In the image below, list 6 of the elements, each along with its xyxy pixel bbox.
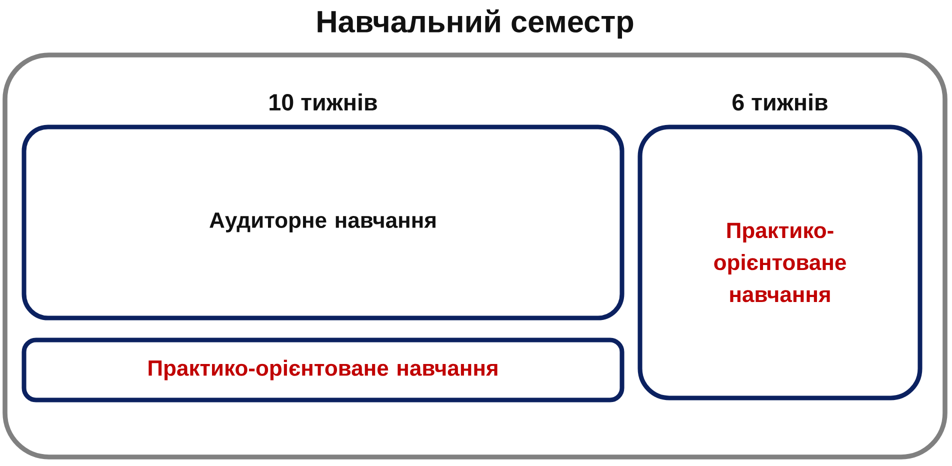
heading: Навчальний семестр	[318, 9, 634, 39]
heading: 10 тижнів	[270, 93, 377, 111]
text-box: Аудиторне навчання	[22, 124, 624, 320]
heading: 6 тижнів	[732, 93, 828, 111]
text-box: Практико-орієнтоване навчання	[22, 338, 624, 402]
text-box: Практико-орієнтоване навчання	[638, 124, 922, 400]
